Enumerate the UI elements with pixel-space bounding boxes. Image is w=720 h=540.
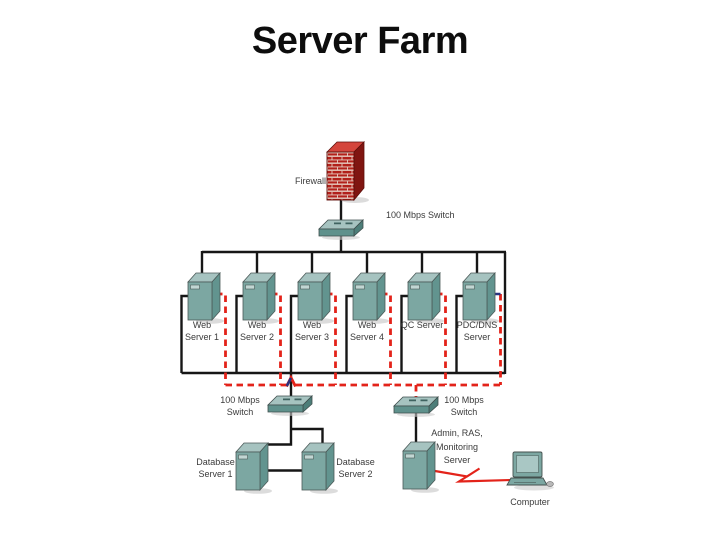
- firewall-label: Firewall: [294, 176, 326, 186]
- hop-navy-accent: [285, 377, 293, 387]
- computer-label: Computer: [510, 497, 550, 507]
- left-switch-icon: [267, 395, 313, 417]
- server-drop-links: [200, 251, 479, 281]
- web-server-2-icon: [242, 272, 280, 325]
- top-switch-icon: [318, 219, 364, 241]
- computer-icon: [506, 451, 555, 491]
- server-left-links: [180, 294, 467, 373]
- admin-computer-serial-link: [434, 467, 513, 483]
- black-network-lines: [180, 196, 507, 472]
- web-server-4-icon: [352, 272, 390, 325]
- leftswitch-db2-link: [291, 427, 324, 447]
- top-switch-label: 100 Mbps Switch: [386, 210, 455, 220]
- web-server-1-icon: [187, 272, 225, 325]
- pdc-dns-server-icon: [462, 272, 500, 325]
- leftswitch-db1-link: [258, 410, 293, 446]
- qc-server-label: QC Server: [400, 320, 444, 330]
- firewall-icon: [326, 141, 370, 204]
- web-server-3-icon: [297, 272, 335, 325]
- qc-server-icon: [407, 272, 445, 325]
- page-title: Server Farm: [251, 20, 469, 62]
